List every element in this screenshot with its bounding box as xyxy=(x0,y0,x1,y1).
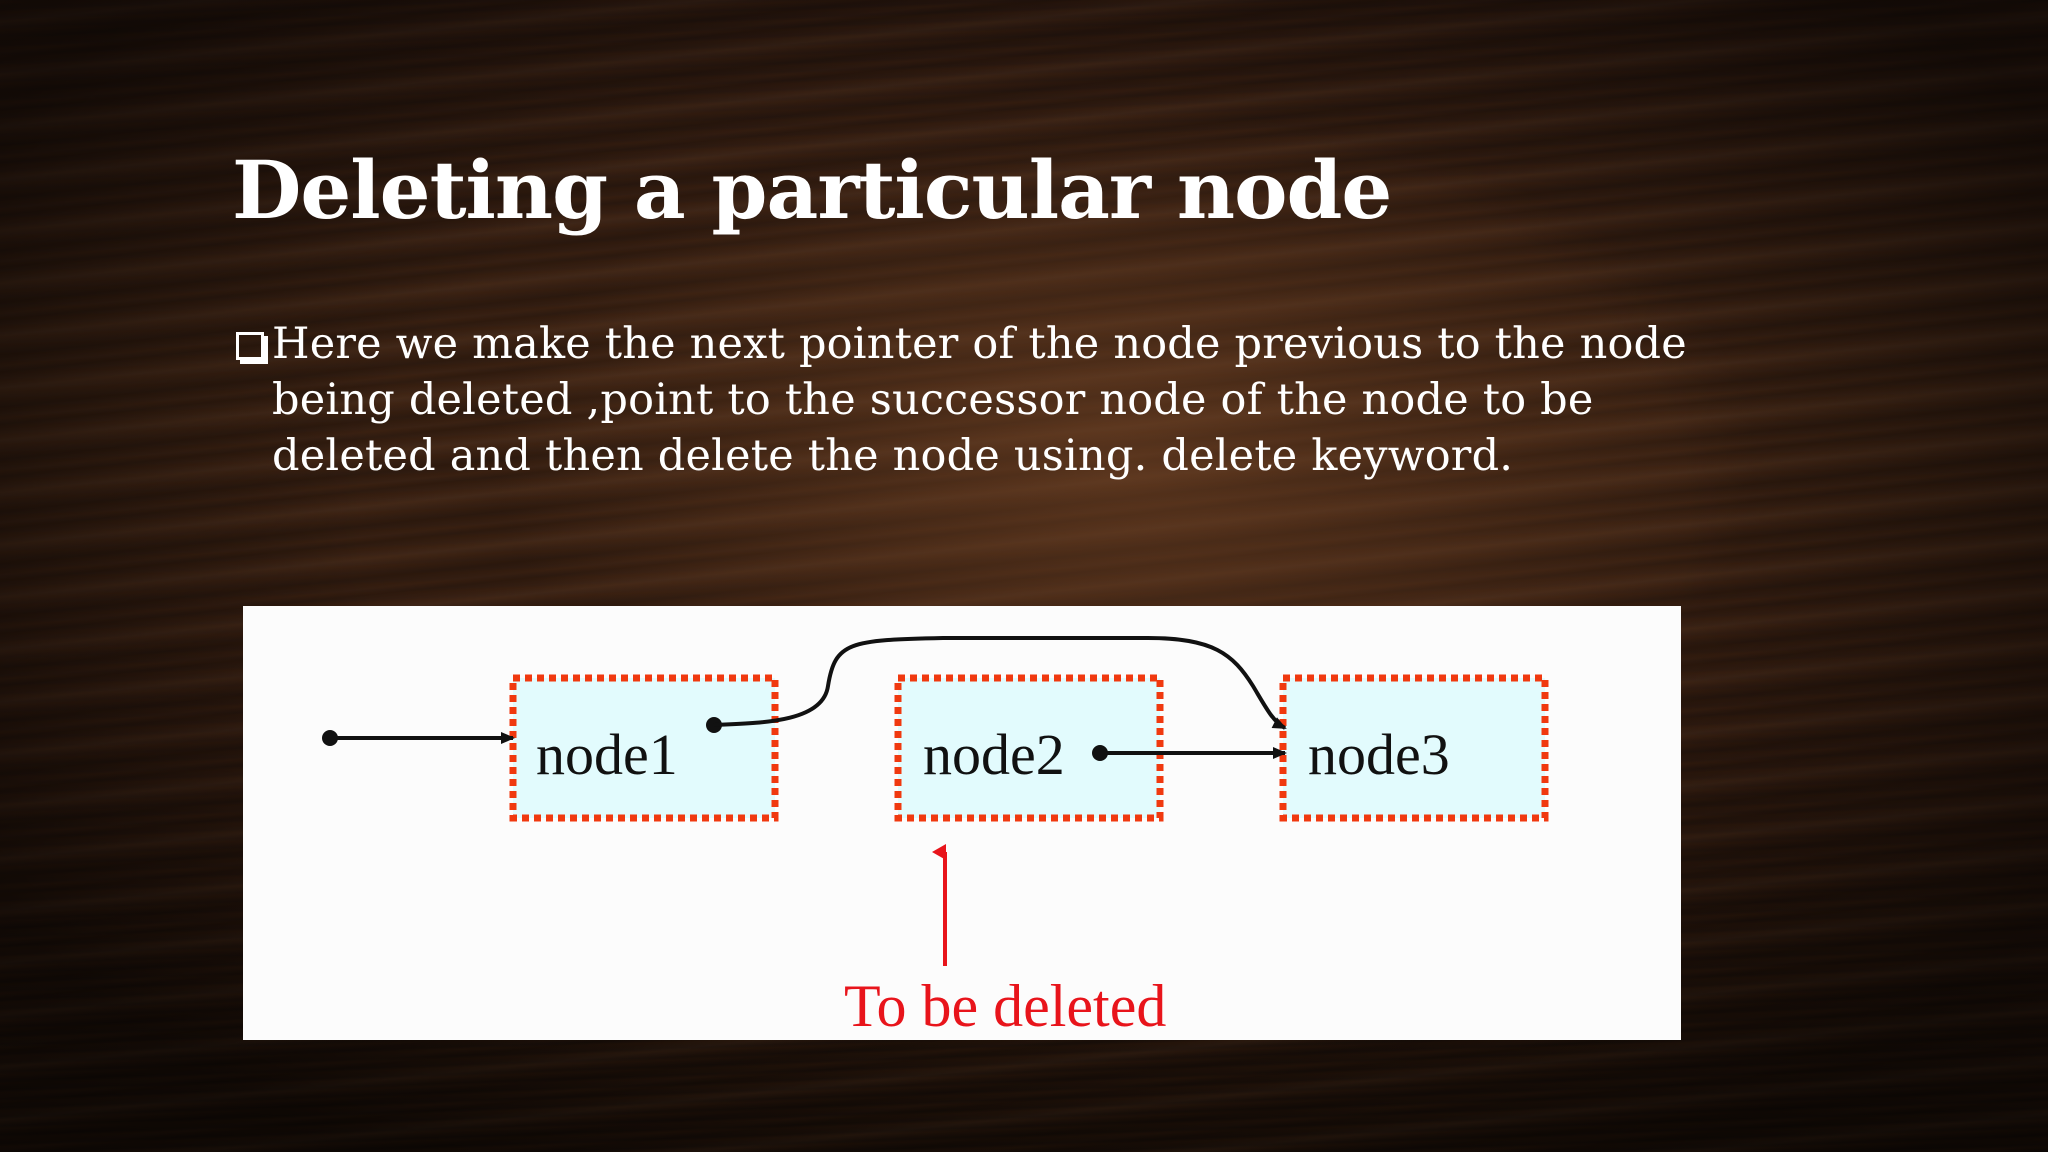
node-label-1: node1 xyxy=(536,722,678,787)
bullet-point: Here we make the next pointer of the nod… xyxy=(236,316,1796,484)
node-label-3: node3 xyxy=(1308,722,1450,787)
bullet-line-3: deleted and then delete the node using. … xyxy=(272,431,1514,481)
bullet-line-1: Here we make the next pointer of the nod… xyxy=(236,316,1796,372)
to-be-deleted-label: To be deleted xyxy=(844,973,1166,1039)
node-label-2: node2 xyxy=(923,722,1065,787)
node-box-1: node1 xyxy=(509,674,779,822)
checkbox-bullet-icon xyxy=(236,332,264,360)
bullet-line-2: being deleted ,point to the successor no… xyxy=(272,375,1594,425)
node2-next-pointer-arrow xyxy=(1092,745,1287,761)
diagram-canvas: node1 node2 node3 To be deleted xyxy=(322,636,1549,1039)
bullet-text-1: Here we make the next pointer of the nod… xyxy=(272,319,1687,369)
slide-title: Deleting a particular node xyxy=(232,143,1392,237)
bypass-pointer-arrow xyxy=(706,636,1287,733)
linked-list-diagram: node1 node2 node3 To be deleted xyxy=(243,606,1681,1040)
to-be-deleted-indicator: To be deleted xyxy=(844,844,1166,1039)
node-box-3: node3 xyxy=(1279,674,1549,822)
node-box-2: node2 xyxy=(894,674,1164,822)
head-pointer-arrow xyxy=(322,730,515,746)
